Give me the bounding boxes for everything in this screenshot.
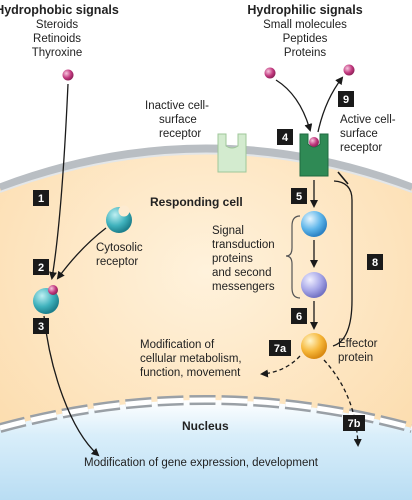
svg-text:7a: 7a [274,343,287,355]
svg-text:6: 6 [296,311,302,323]
svg-text:3: 3 [38,321,44,333]
signal-transduction-label-2: transduction [212,239,275,251]
hydrophilic-item-proteins: Proteins [284,47,326,59]
hydrophilic-signal-incoming [264,67,276,79]
arrow-signal-binding [275,79,313,132]
effector-protein [301,333,327,359]
arrow-signal-release [317,76,344,133]
svg-text:1: 1 [38,193,44,205]
svg-text:7b: 7b [348,418,361,430]
metabolism-label-1: Modification of [140,339,215,351]
gene-expression-label: Modification of gene expression, develop… [84,457,319,469]
hydrophilic-title: Hydrophilic signals [247,3,362,17]
active-receptor-label-1: Active cell- [340,114,396,126]
arrow-complex-to-nucleus [43,315,100,457]
hydrophobic-item-thyroxine: Thyroxine [32,47,83,59]
arrow-effector-to-nucleus [323,359,362,447]
arrow-receptor-to-complex [56,227,107,280]
bound-hydrophilic-signal [309,137,319,147]
effector-label-2: protein [338,352,373,364]
hydrophobic-item-retinoids: Retinoids [33,33,81,45]
effector-label-1: Effector [338,338,378,350]
inactive-receptor-label-1: Inactive cell- [145,100,209,112]
cytosolic-receptor-label-2: receptor [96,256,138,268]
step-badge-3: 3 [33,318,49,334]
hydrophobic-signal-molecule [62,69,74,81]
step-badge-1: 1 [33,190,49,206]
step-badge-5: 5 [291,188,307,204]
plasma-membrane [0,144,412,193]
hydrophilic-signal-released [343,64,355,76]
transduction-bracket [285,215,301,299]
inactive-receptor-label-3: receptor [159,128,201,140]
feedback-inhibition-path [332,180,353,347]
hydrophobic-title: Hydrophobic signals [0,3,119,17]
svg-text:9: 9 [343,94,349,106]
hydrophilic-item-peptides: Peptides [283,33,328,45]
step-badge-7a: 7a [269,340,291,356]
cytosolic-receptor-unbound [106,205,132,233]
step-badge-2: 2 [33,259,49,275]
active-receptor [299,133,329,177]
second-messenger [301,272,327,298]
svg-text:2: 2 [38,262,44,274]
step-badge-7b: 7b [343,415,365,431]
svg-text:5: 5 [296,191,302,203]
cytosolic-receptor-complex [33,285,59,314]
hydrophilic-item-small-molecules: Small molecules [263,19,347,31]
svg-text:4: 4 [282,132,289,144]
nucleus-label: Nucleus [182,419,229,433]
step-badge-8: 8 [367,254,383,270]
signal-transduction-label-3: proteins [212,253,253,265]
cytosolic-receptor-label-1: Cytosolic [96,242,143,254]
active-receptor-label-2: surface [340,128,378,140]
transduction-protein-1 [301,211,327,237]
active-receptor-label-3: receptor [340,142,382,154]
responding-cell-label: Responding cell [150,195,243,209]
inactive-receptor [217,133,247,173]
arrow-hydrophobic-entry [49,83,69,280]
signal-transduction-label-5: messengers [212,281,275,293]
signal-transduction-label-1: Signal [212,225,244,237]
step-badge-9: 9 [338,91,354,107]
arrow-effector-to-metabolism [260,355,301,378]
metabolism-label-2: cellular metabolism, [140,353,242,365]
metabolism-label-3: function, movement [140,367,241,379]
step-badge-6: 6 [291,308,307,324]
nucleus [0,400,412,500]
hydrophobic-item-steroids: Steroids [36,19,78,31]
signal-transduction-label-4: and second [212,267,271,279]
feedback-inhibition-bar [337,171,349,185]
svg-text:8: 8 [372,257,378,269]
step-badge-4: 4 [277,129,293,145]
inactive-receptor-label-2: surface [159,114,197,126]
